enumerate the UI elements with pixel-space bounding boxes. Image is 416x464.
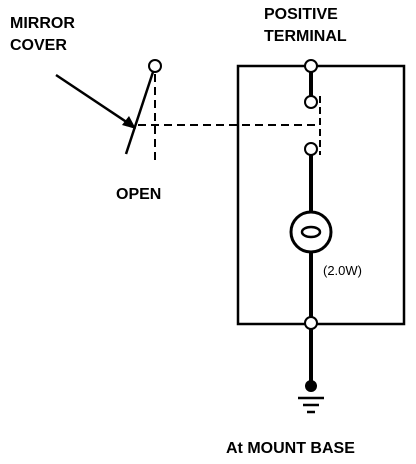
switch-contact-upper bbox=[304, 95, 318, 109]
mirror-cover-arm bbox=[124, 71, 155, 155]
mirror-cover-pivot bbox=[148, 59, 162, 73]
positive-terminal-label-line1: POSITIVE bbox=[264, 6, 338, 23]
positive-terminal-node bbox=[304, 59, 318, 73]
enclosure-box bbox=[236, 64, 406, 326]
mirror-cover-label-line1: MIRROR bbox=[10, 15, 75, 32]
mirror-cover-label-line2: COVER bbox=[10, 37, 67, 54]
box-bottom-node bbox=[304, 316, 318, 330]
ground-node-icon bbox=[305, 380, 317, 392]
lamp-filament bbox=[300, 225, 322, 239]
switch-contact-lower bbox=[304, 142, 318, 156]
lamp-bulb bbox=[289, 210, 333, 254]
lamp-wattage-label: (2.0W) bbox=[323, 263, 362, 278]
open-label: OPEN bbox=[116, 186, 162, 203]
mount-base-label: At MOUNT BASE bbox=[226, 440, 355, 457]
positive-terminal-label-line2: TERMINAL bbox=[264, 28, 347, 45]
mirror-cover-leader bbox=[55, 73, 132, 127]
mirror-cover-arrowhead-icon bbox=[122, 116, 136, 129]
